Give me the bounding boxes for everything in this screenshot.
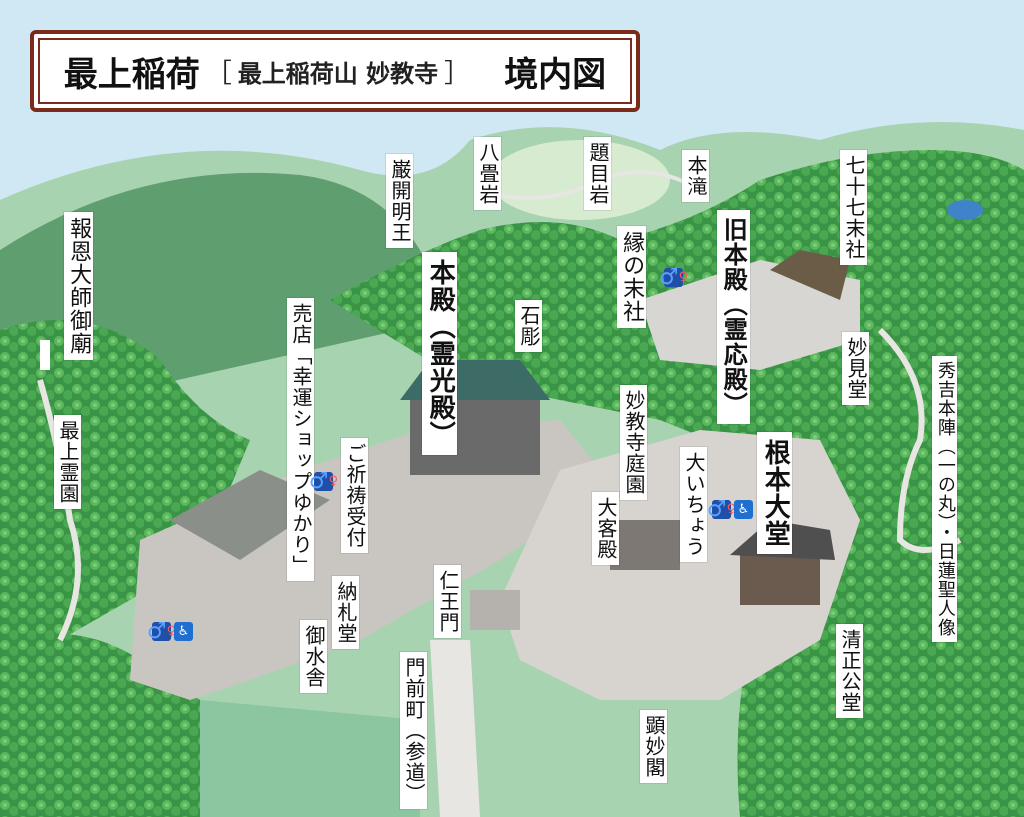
label-seishokodo: 清正公堂: [836, 624, 863, 718]
label-houon-daishi-gobyo: 報恩大師御廟: [64, 212, 94, 360]
approach-road: [430, 640, 480, 817]
label-daimokuiwa: 題目岩: [584, 137, 611, 210]
map-title-main: 最上稲荷: [63, 54, 200, 95]
label-oicho: 大いちょう: [680, 447, 707, 562]
map-title-box: 最上稲荷 ［ 最上稲荷山 妙教寺 ］ 境内図: [30, 30, 640, 112]
label-honden: 本殿（霊光殿）: [422, 252, 458, 455]
restroom-sign-plaza: ♂♀: [308, 469, 339, 494]
label-hontaki: 本滝: [682, 150, 709, 202]
lower-green: [200, 700, 420, 817]
label-kenmyokaku: 顕妙閣: [640, 710, 667, 783]
restroom-icon: ♂♀: [308, 469, 339, 494]
label-konpon-daido: 根本大堂: [757, 432, 793, 554]
niomon-building: [470, 590, 520, 630]
wheelchair-icon: ♿: [174, 622, 193, 641]
label-monzenmachi: 門前町（参道）: [400, 652, 427, 809]
restroom-icon: ♂♀: [658, 265, 689, 290]
main-plaza: [130, 420, 600, 700]
label-kyuhonden: 旧本殿（霊応殿）: [717, 210, 751, 424]
upper-clearing: [490, 140, 670, 220]
pond: [947, 200, 983, 220]
label-gankai-myoo: 巌開明王: [386, 154, 413, 248]
label-omizuya: 御水舎: [300, 620, 327, 693]
label-hideyoshi-honjin: 秀吉本陣（一の丸）・日蓮聖人像: [932, 356, 957, 642]
label-myokendo: 妙見堂: [842, 332, 869, 405]
label-niomon: 仁王門: [434, 565, 461, 638]
map-title-bracket-close: ］: [444, 58, 471, 89]
path-left: [37, 379, 81, 642]
forest-left: [0, 320, 250, 650]
map-title-suffix: 境内図: [504, 54, 607, 95]
restroom-icon: ♂♀: [146, 619, 177, 644]
label-sekiei: 石彫: [515, 300, 542, 352]
label-daikyakuden: 大客殿: [592, 492, 619, 565]
label-saijo-reien: 最上霊園: [54, 415, 81, 509]
houon-statue: [40, 340, 50, 370]
label-nousatsudo: 納札堂: [332, 576, 359, 649]
kyakuden-building: [610, 520, 680, 570]
konpondo-building-body: [740, 550, 820, 605]
label-myokyoji-teien: 妙教寺庭園: [620, 385, 647, 500]
kyuhonden-roof: [770, 250, 850, 300]
label-hachijoiwa: 八畳岩: [474, 137, 501, 210]
facility-signs-left: ♂♀ ♿: [146, 619, 193, 644]
restroom-icon: ♂♀: [706, 497, 737, 522]
map-title-sub: 最上稲荷山 妙教寺: [237, 58, 439, 88]
label-enno-massha: 縁の末社: [617, 226, 647, 328]
map-title-bracket-open: ［: [205, 58, 232, 89]
facility-signs-konpondo: ♂♀ ♿: [706, 497, 753, 522]
path-right: [877, 327, 962, 553]
label-baiten-yukari: 売店「幸運ショップゆかり」: [287, 298, 314, 581]
restroom-sign-upper: ♂♀: [658, 265, 689, 290]
label-gokito-uketsuke: ご祈祷受付: [341, 438, 368, 553]
wheelchair-icon: ♿: [734, 500, 753, 519]
label-shichijushichi-massha: 七十七末社: [840, 150, 867, 265]
